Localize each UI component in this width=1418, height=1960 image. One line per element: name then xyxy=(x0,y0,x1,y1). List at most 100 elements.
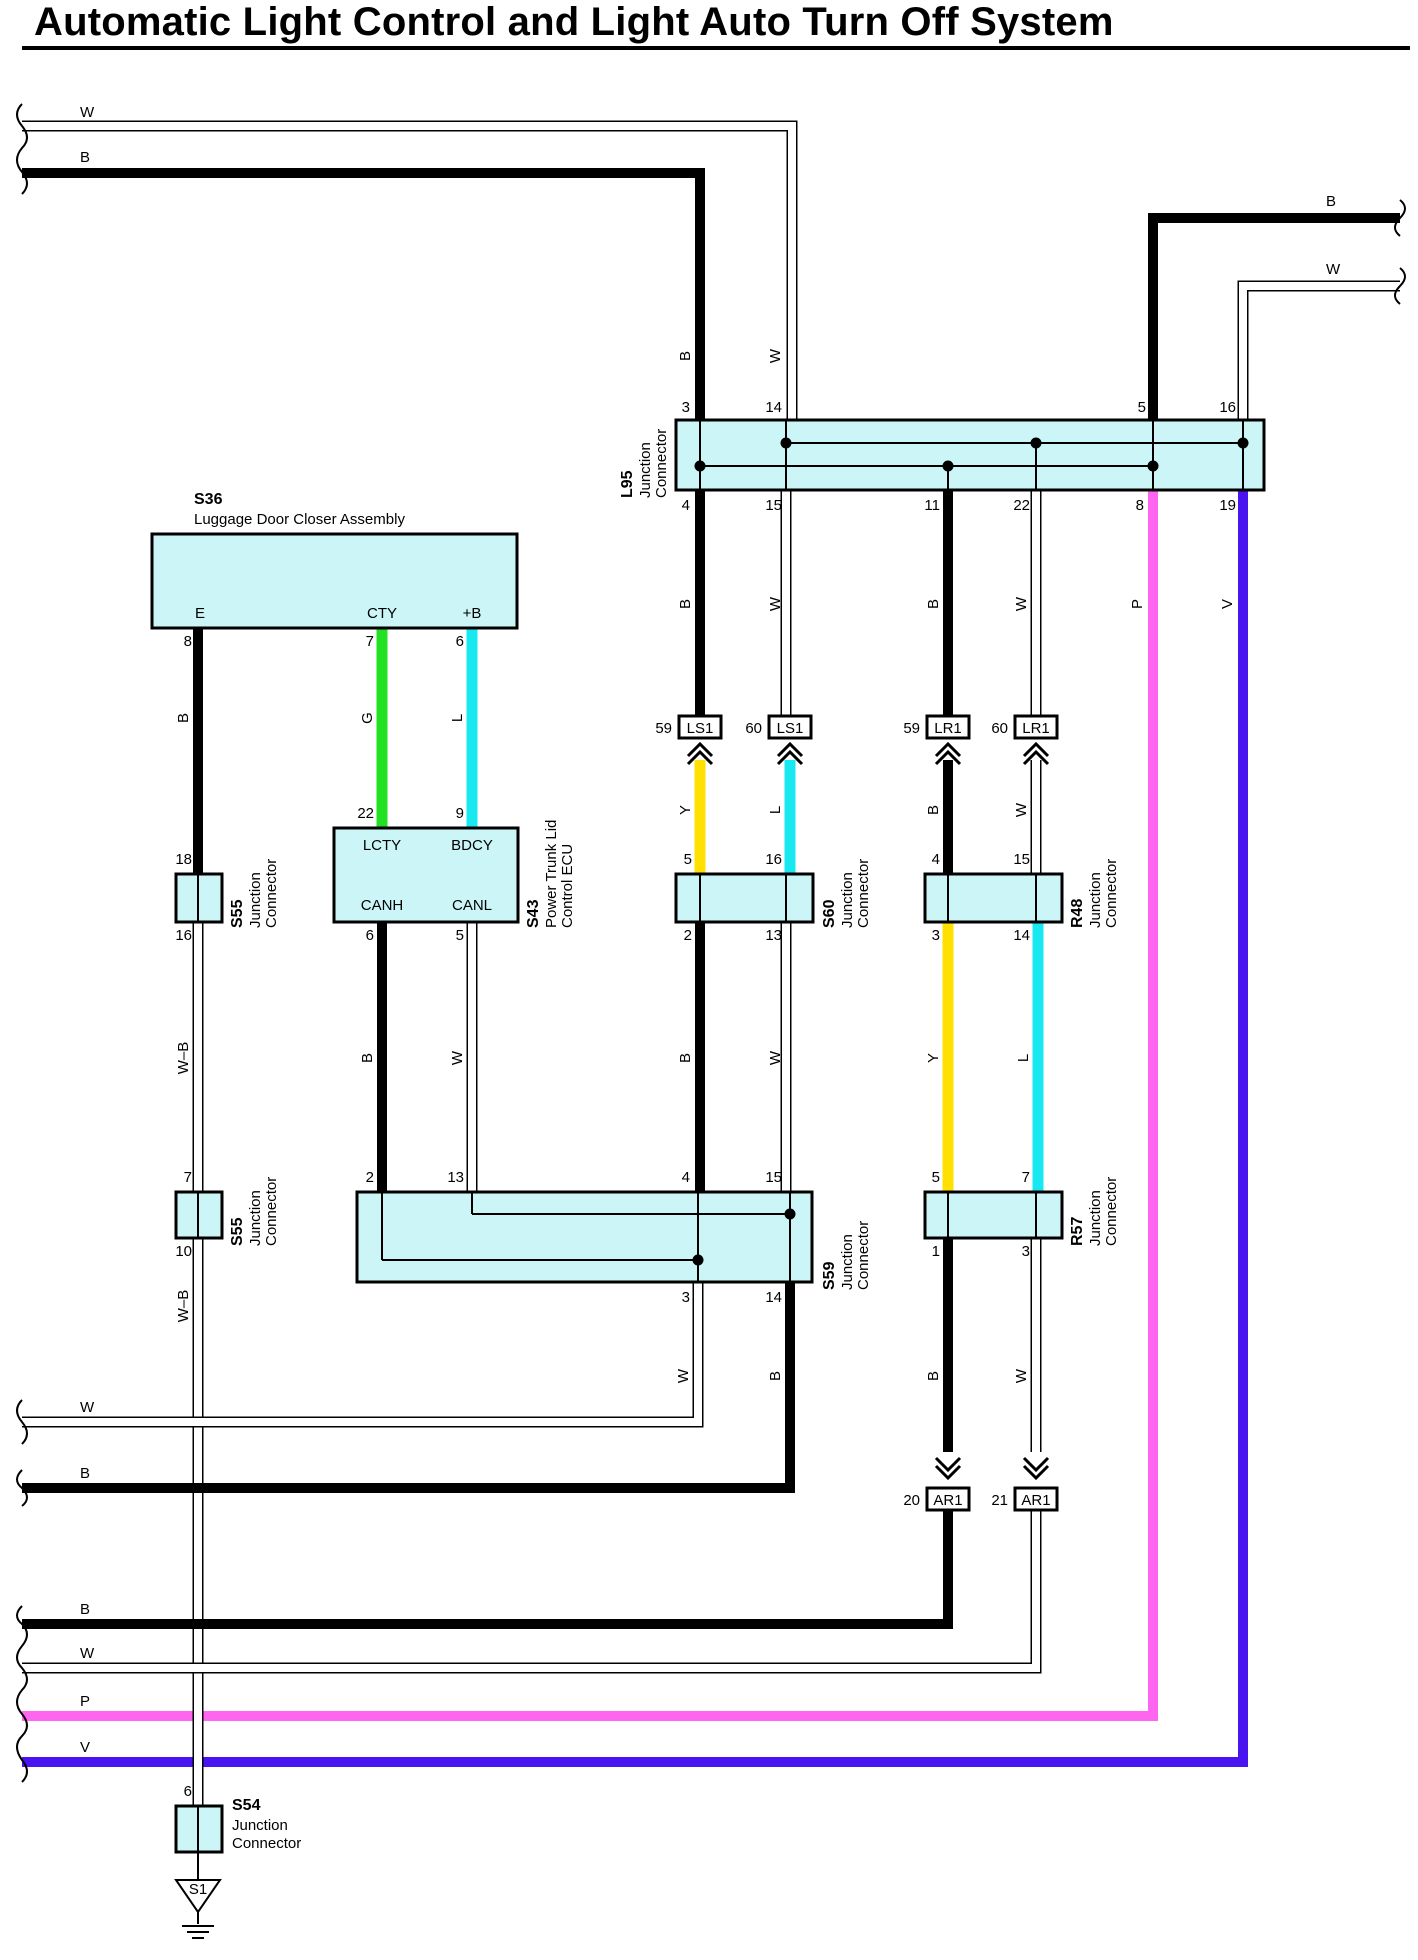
lr1-60-box xyxy=(1013,714,1059,740)
wire-color-labels: W B B W W B B W P V B W B W B W P V B G … xyxy=(80,104,1341,1756)
wl-top-right-b: B xyxy=(1326,193,1336,210)
s43-pin-canl: CANL xyxy=(452,897,492,914)
wl-l95-22: W xyxy=(1013,596,1030,611)
r57-box xyxy=(923,1190,1064,1240)
wire-s59-3-w xyxy=(22,1282,704,1428)
pin-s59-13: 13 xyxy=(447,1169,464,1186)
wl-s60-13: W xyxy=(767,1050,784,1065)
ls1-59-chevron xyxy=(686,741,714,766)
pin-r48-14: 14 xyxy=(1013,927,1030,944)
lr1-60-label: LR1 xyxy=(1022,720,1050,737)
wl-s59-14: B xyxy=(767,1371,784,1381)
ls1-60-label: LS1 xyxy=(777,720,804,737)
s36-id: S36 xyxy=(194,491,223,508)
pin-s55a-18: 18 xyxy=(175,851,192,868)
s59-name-1: Junction xyxy=(839,1234,856,1290)
l95-name-2: Connector xyxy=(653,429,670,498)
lr1-59-chevron xyxy=(934,741,962,766)
s59-id: S59 xyxy=(821,1261,838,1290)
pin-s60-13: 13 xyxy=(765,927,782,944)
r57-id: R57 xyxy=(1069,1217,1086,1246)
wl-l95-4: B xyxy=(677,599,694,609)
pin-s43-22: 22 xyxy=(357,805,374,822)
wl-l95-15: W xyxy=(767,596,784,611)
ls1-59-label: LS1 xyxy=(687,720,714,737)
r57-name-2: Connector xyxy=(1103,1177,1120,1246)
ground-symbol: S1 xyxy=(174,1879,222,1939)
wire-l95-8-p xyxy=(22,490,1158,1721)
wl-l95-3: B xyxy=(677,351,694,361)
l95-name-1: Junction xyxy=(637,442,654,498)
title-underline xyxy=(22,46,1410,50)
r48-name-1: Junction xyxy=(1087,872,1104,928)
s54-id: S54 xyxy=(232,1797,261,1814)
pin-l95-11: 11 xyxy=(924,497,940,514)
wl-top-right-w: W xyxy=(1326,261,1341,278)
wl-l95-11: B xyxy=(925,599,942,609)
wire-top-right-w xyxy=(1237,280,1400,420)
pin-s36-6: 6 xyxy=(456,633,464,650)
wl-ls1-59: Y xyxy=(677,805,694,815)
pin-l95-16: 16 xyxy=(1219,399,1236,416)
page-title: Automatic Light Control and Light Auto T… xyxy=(34,0,1114,44)
l95-box xyxy=(674,418,1266,492)
pin-r57-3: 3 xyxy=(1022,1243,1030,1260)
wl-l95-14: W xyxy=(767,348,784,363)
pin-s54-6: 6 xyxy=(184,1783,192,1800)
s36-pin-cty: CTY xyxy=(367,605,397,622)
pin-s60-2: 2 xyxy=(684,927,692,944)
s36-pin-e: E xyxy=(195,605,205,622)
pin-r48-15: 15 xyxy=(1013,851,1030,868)
pin-s60-16: 16 xyxy=(765,851,782,868)
wire-ar1-21-w xyxy=(22,1510,1042,1674)
r48-name-2: Connector xyxy=(1103,859,1120,928)
pin-l95-8: 8 xyxy=(1136,497,1144,514)
s54-name-2: Connector xyxy=(232,1835,301,1852)
connector-boxes xyxy=(150,418,1266,1854)
wl-top-b: B xyxy=(80,149,90,166)
lr1-60-chevron xyxy=(1022,741,1050,766)
r48-box xyxy=(923,872,1064,924)
pin-l95-4: 4 xyxy=(682,497,690,514)
wl-l95-8: P xyxy=(1129,599,1146,609)
wl-bot-b: B xyxy=(80,1601,90,1618)
wl-r48-14: L xyxy=(1015,1054,1032,1062)
wl-lr1-60: W xyxy=(1013,802,1030,817)
s55-bottom-id: S55 xyxy=(229,1217,246,1246)
s59-name-2: Connector xyxy=(855,1221,872,1290)
wire-top-b xyxy=(22,168,705,420)
pin-r57-1: 1 xyxy=(932,1243,940,1260)
wl-r57-3: W xyxy=(1013,1368,1030,1383)
ground-label: S1 xyxy=(189,1881,207,1898)
wl-r57-1: B xyxy=(925,1371,942,1381)
wl-s36-8: B xyxy=(175,713,192,723)
pin-r57-5: 5 xyxy=(932,1169,940,1186)
wire-s59-14-b xyxy=(22,1282,795,1493)
s60-name-2: Connector xyxy=(855,859,872,928)
pin-ls1-59: 59 xyxy=(655,720,672,737)
wire-l95-19-v xyxy=(22,490,1248,1767)
wl-mid-b: B xyxy=(80,1465,90,1482)
s55-top-name-1: Junction xyxy=(247,872,264,928)
splice-dots xyxy=(692,437,1249,1266)
pin-l95-15: 15 xyxy=(765,497,782,514)
s55-top-name-2: Connector xyxy=(263,859,280,928)
pin-s36-8: 8 xyxy=(184,633,192,650)
pin-l95-5: 5 xyxy=(1138,399,1146,416)
ls1-60-chevron xyxy=(776,741,804,766)
break-marks xyxy=(16,103,1406,1783)
pin-s59-2: 2 xyxy=(366,1169,374,1186)
wl-s36-6: L xyxy=(449,714,466,722)
ar1-21-chevron xyxy=(1022,1456,1050,1481)
wl-bot-p: P xyxy=(80,1693,90,1710)
wl-bot-v: V xyxy=(80,1739,90,1756)
connector-labels: S36 Luggage Door Closer Assembly S54 Jun… xyxy=(194,429,1120,1852)
pin-ar1-20: 20 xyxy=(903,1492,920,1509)
lr1-59-box xyxy=(925,714,971,740)
ar1-20-box xyxy=(925,1486,971,1512)
s60-id: S60 xyxy=(821,899,838,928)
inline-connectors xyxy=(677,714,1059,1512)
l95-id: L95 xyxy=(619,470,636,498)
s55-bottom-name-1: Junction xyxy=(247,1190,264,1246)
pin-s43-5: 5 xyxy=(456,927,464,944)
